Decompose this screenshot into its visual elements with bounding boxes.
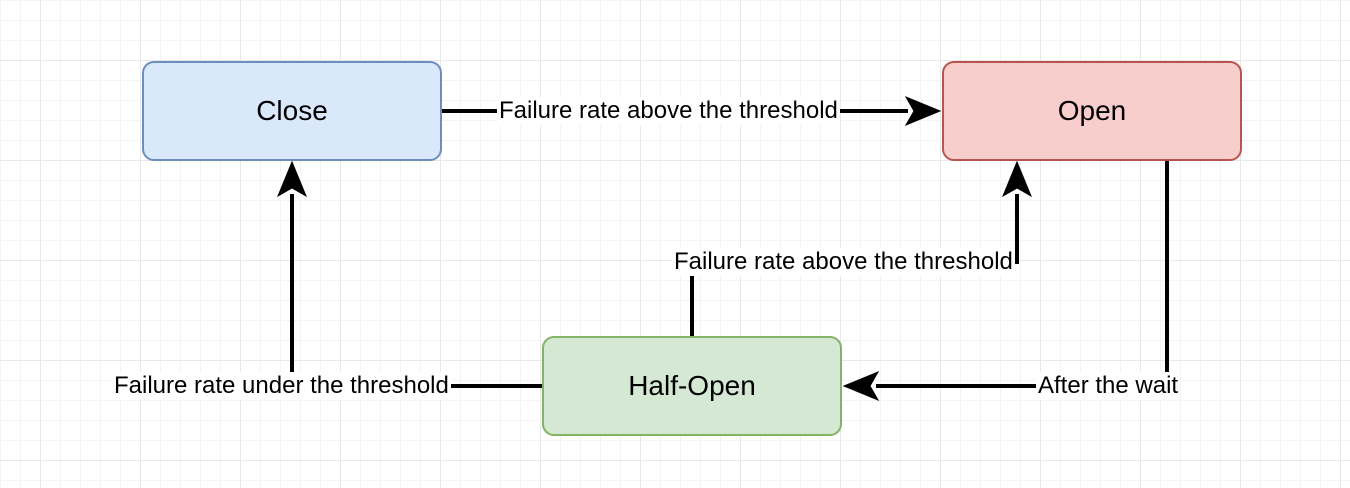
state-half-open[interactable]: Half-Open (542, 336, 842, 436)
edge-half-open-to-close (290, 194, 542, 388)
edge-label-close-to-open: Failure rate above the threshold (497, 97, 840, 125)
arrowhead-open-to-half-open (842, 370, 880, 402)
state-open[interactable]: Open (942, 61, 1242, 161)
state-open-label: Open (1057, 95, 1127, 126)
state-close-label: Close (256, 95, 328, 126)
edge-label-half-open-to-open: Failure rate above the threshold (672, 248, 1015, 276)
state-half-open-label: Half-Open (628, 370, 756, 401)
state-close[interactable]: Close (142, 61, 442, 161)
edge-label-half-open-to-close: Failure rate under the threshold (112, 372, 451, 400)
arrowhead-close-to-open (904, 95, 942, 127)
edge-label-open-to-half-open: After the wait (1036, 372, 1181, 400)
arrowhead-half-open-to-open (1001, 160, 1033, 198)
arrowhead-half-open-to-close (276, 160, 308, 198)
